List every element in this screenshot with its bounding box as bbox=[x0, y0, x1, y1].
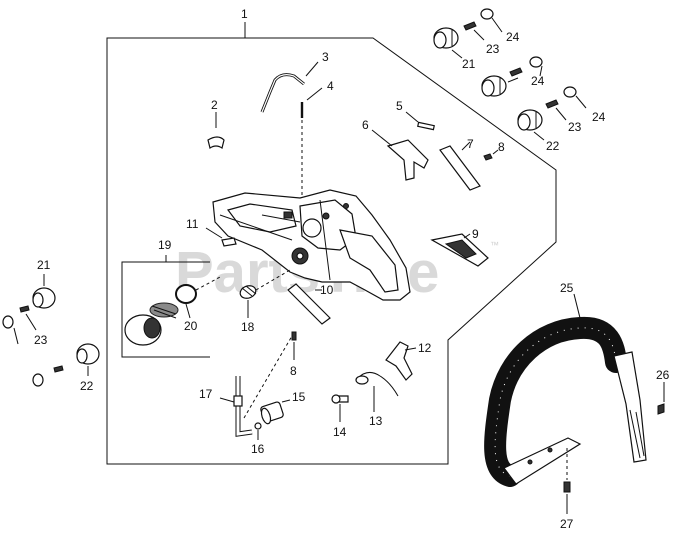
part-16-ring bbox=[254, 422, 262, 430]
av-mount-21-mid bbox=[481, 75, 507, 97]
screw-23-top bbox=[463, 21, 477, 31]
leader-7 bbox=[461, 141, 471, 151]
callout-17: 17 bbox=[199, 387, 213, 401]
callout-15: 15 bbox=[292, 390, 306, 404]
callout-24-top: 24 bbox=[506, 30, 520, 44]
main-housing bbox=[212, 189, 411, 301]
screw-27 bbox=[563, 481, 571, 493]
callout-23-right: 23 bbox=[568, 120, 582, 134]
callout-3: 3 bbox=[322, 50, 329, 64]
leader-17 bbox=[219, 397, 235, 403]
leader-24-top bbox=[491, 17, 503, 33]
callout-20: 20 bbox=[184, 319, 198, 333]
av-mount-22-top bbox=[517, 109, 543, 131]
leader-25 bbox=[573, 293, 581, 319]
callout-12: 12 bbox=[418, 341, 432, 355]
callout-11: 11 bbox=[186, 217, 199, 231]
leader-5 bbox=[405, 111, 419, 123]
callout-4: 4 bbox=[327, 79, 334, 93]
part-12-bracket bbox=[385, 341, 413, 381]
leader-3 bbox=[305, 61, 319, 77]
leader-15 bbox=[281, 399, 291, 403]
screw-23-right bbox=[545, 99, 559, 109]
callout-8-upper: 8 bbox=[498, 140, 505, 154]
callout-2: 2 bbox=[211, 98, 218, 112]
leader-24-mid bbox=[539, 65, 543, 77]
assembly-boundary bbox=[106, 37, 557, 465]
part-15-filter bbox=[260, 401, 284, 425]
part-7-plate bbox=[439, 145, 481, 191]
callout-10: 10 bbox=[320, 283, 334, 297]
callout-7: 7 bbox=[467, 137, 474, 151]
part-8-screw-upper bbox=[483, 153, 493, 161]
screw-23-left-top bbox=[19, 305, 30, 313]
callout-5: 5 bbox=[396, 99, 403, 113]
part-2-clip bbox=[207, 136, 225, 149]
callout-19: 19 bbox=[158, 238, 172, 252]
leader-22-top bbox=[533, 131, 545, 141]
callout-22-left: 22 bbox=[80, 379, 94, 393]
callout-24-mid: 24 bbox=[531, 74, 545, 88]
washer-24-right bbox=[563, 86, 577, 98]
callout-23-left: 23 bbox=[34, 333, 48, 347]
callout-24-right: 24 bbox=[592, 110, 606, 124]
part-10-plate bbox=[287, 283, 331, 325]
av-mount-22-left bbox=[76, 343, 100, 365]
leader-24-right bbox=[575, 95, 587, 109]
callout-14: 14 bbox=[333, 425, 347, 439]
leader-4 bbox=[306, 87, 323, 101]
leader-8-upper bbox=[492, 149, 499, 155]
callout-26: 26 bbox=[656, 368, 670, 382]
washer-24-left-bottom bbox=[32, 373, 44, 387]
callout-8-lower: 8 bbox=[290, 364, 297, 378]
part-11-clip bbox=[221, 237, 237, 247]
callout-27: 27 bbox=[560, 517, 574, 531]
screw-26 bbox=[657, 403, 665, 415]
leader-23-right bbox=[555, 107, 567, 121]
callout-1: 1 bbox=[241, 7, 248, 21]
leader-21-mid bbox=[507, 77, 519, 83]
av-mount-21-left bbox=[32, 287, 56, 309]
part-20-gasket bbox=[175, 284, 197, 304]
washer-24-mid bbox=[529, 56, 543, 68]
part-3-wire bbox=[260, 73, 305, 113]
callout-9: 9 bbox=[472, 227, 479, 241]
part-8-screw-lower bbox=[291, 331, 297, 341]
washer-24-left-top bbox=[2, 315, 14, 329]
leader-23-top bbox=[473, 29, 485, 41]
part-25-front-handle bbox=[484, 316, 647, 487]
callout-21-left: 21 bbox=[37, 258, 51, 272]
screw-23-left-bottom bbox=[53, 365, 64, 373]
guide-17 bbox=[243, 335, 293, 419]
av-mount-21-top bbox=[433, 27, 459, 49]
callout-22-top: 22 bbox=[546, 139, 560, 153]
leader-9 bbox=[463, 233, 471, 239]
callout-21-top: 21 bbox=[462, 57, 476, 71]
callout-16: 16 bbox=[251, 442, 265, 456]
watermark-trademark: ™ bbox=[490, 240, 499, 250]
leader-24-left bbox=[13, 327, 19, 345]
callout-23-top: 23 bbox=[486, 42, 500, 56]
part-13-spring bbox=[357, 372, 399, 397]
part-5-pin bbox=[417, 121, 435, 131]
callout-layer: 1 2 3 4 5 6 7 8 8 9 10 11 12 13 14 15 16… bbox=[34, 7, 670, 531]
part-19-fuel-cap bbox=[124, 302, 179, 346]
leader-20 bbox=[185, 303, 191, 319]
screw-23-mid bbox=[509, 67, 523, 77]
callout-6: 6 bbox=[362, 118, 369, 132]
leader-6 bbox=[371, 129, 393, 147]
part-18-grommet bbox=[239, 285, 257, 299]
callout-13: 13 bbox=[369, 414, 383, 428]
leader-21-top bbox=[451, 49, 463, 59]
callout-18: 18 bbox=[241, 320, 255, 334]
leader-23-left bbox=[25, 313, 37, 331]
leader-12 bbox=[404, 347, 417, 351]
leader-11 bbox=[205, 227, 223, 239]
callout-25: 25 bbox=[560, 281, 574, 295]
part-6-lever bbox=[386, 139, 429, 181]
washer-24-top bbox=[480, 8, 494, 20]
